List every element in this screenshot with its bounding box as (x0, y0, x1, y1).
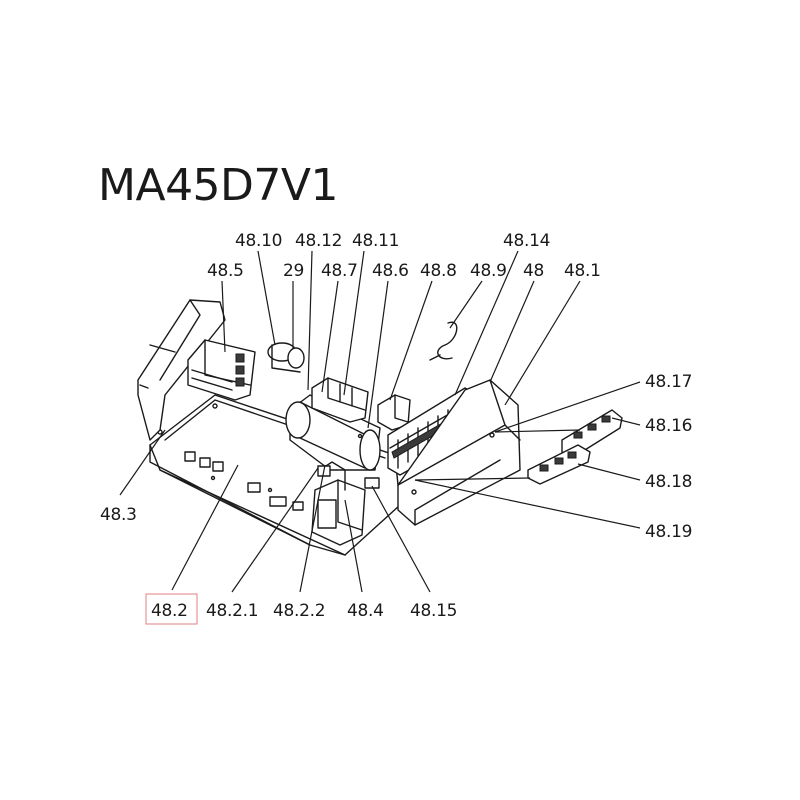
relay-block (311, 377, 369, 423)
label-48-19[interactable]: 48.19 (645, 522, 692, 542)
diagram-title: MA45D7V1 (98, 160, 338, 211)
label-48-3[interactable]: 48.3 (100, 505, 137, 525)
housing-box (397, 379, 521, 526)
label-48-16[interactable]: 48.16 (645, 416, 692, 436)
part-labels: 48.10 48.12 48.11 48.14 48.5 29 48.7 48.… (100, 231, 692, 625)
capacitor-cylinder (285, 394, 381, 471)
label-48-6[interactable]: 48.6 (372, 261, 409, 281)
label-48-7[interactable]: 48.7 (321, 261, 358, 281)
label-48-12[interactable]: 48.12 (295, 231, 342, 251)
label-48-8[interactable]: 48.8 (420, 261, 457, 281)
label-48-11[interactable]: 48.11 (352, 231, 399, 251)
assembly-drawing (137, 299, 623, 556)
label-48-15[interactable]: 48.15 (410, 601, 457, 621)
terminal-block-48-5 (187, 339, 256, 401)
label-48-18[interactable]: 48.18 (645, 472, 692, 492)
rotary-switch (267, 342, 305, 373)
label-48-10[interactable]: 48.10 (235, 231, 282, 251)
label-48-2-selection-box (145, 593, 198, 625)
label-48-17[interactable]: 48.17 (645, 372, 692, 392)
label-48-9[interactable]: 48.9 (470, 261, 507, 281)
label-48-5[interactable]: 48.5 (207, 261, 244, 281)
label-48-14[interactable]: 48.14 (503, 231, 550, 251)
label-48-4[interactable]: 48.4 (347, 601, 384, 621)
label-48-2-2[interactable]: 48.2.2 (273, 601, 326, 621)
wire (429, 321, 458, 361)
label-48-1[interactable]: 48.1 (564, 261, 601, 281)
left-bracket (137, 299, 226, 441)
label-29[interactable]: 29 (283, 261, 304, 281)
label-48[interactable]: 48 (523, 261, 544, 281)
leader-lines (119, 250, 641, 593)
label-48-2[interactable]: 48.2 (151, 601, 188, 621)
label-48-2-1[interactable]: 48.2.1 (206, 601, 259, 621)
